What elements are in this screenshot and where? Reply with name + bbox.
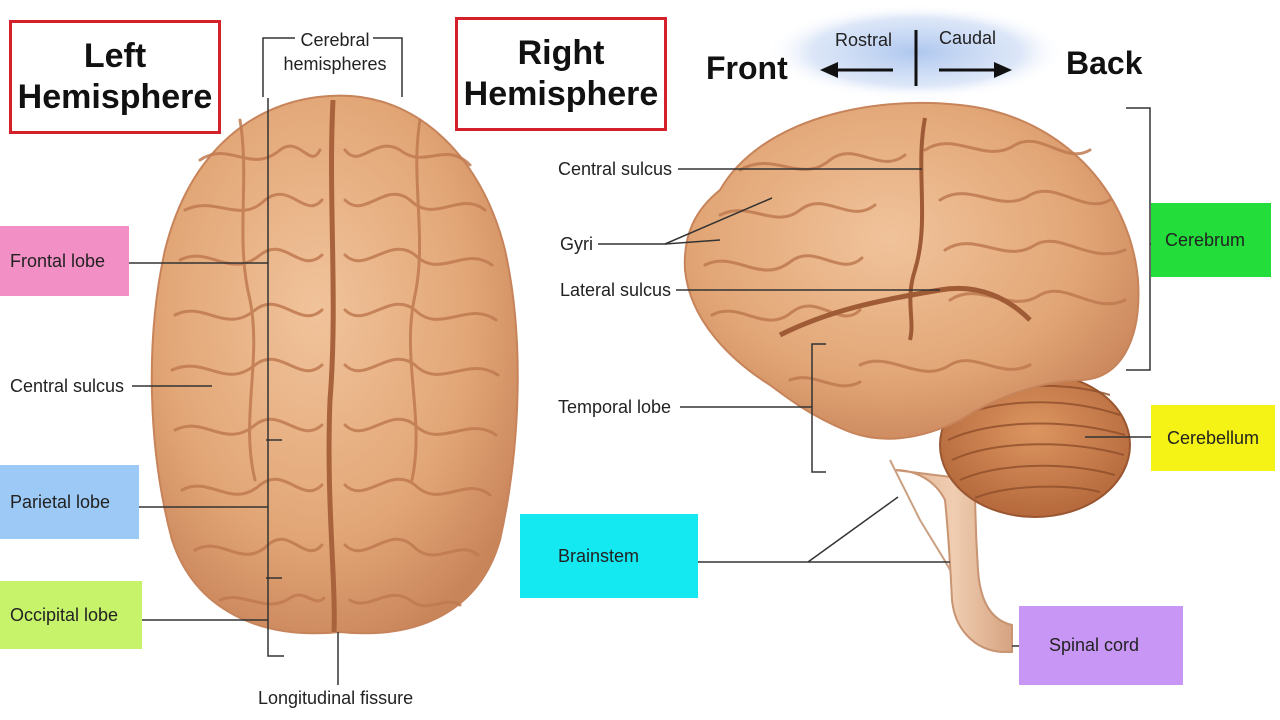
brainstem-box: Brainstem [520, 514, 698, 598]
spinal-cord-box: Spinal cord [1019, 606, 1183, 685]
frontal-lobe-label: Frontal lobe [10, 250, 106, 271]
orientation-arrows [820, 30, 1012, 86]
gyri-label: Gyri [560, 234, 593, 254]
lateral-sulcus-label: Lateral sulcus [560, 280, 672, 300]
cerebral-hemispheres-line-1: Cerebral [297, 28, 373, 52]
top-view-leaders [108, 37, 403, 685]
back-label: Back [1066, 45, 1143, 81]
occipital-lobe-box: Occipital lobe [0, 581, 142, 649]
brainstem-label: Brainstem [558, 545, 640, 566]
left-hemisphere-title: Left Hemisphere [9, 20, 221, 134]
occipital-lobe-label: Occipital lobe [10, 604, 119, 625]
parietal-lobe-label: Parietal lobe [10, 491, 111, 512]
top-view-brain [150, 94, 519, 635]
frontal-lobe-box: Frontal lobe [0, 226, 129, 296]
central-sulcus-top-label: Central sulcus [10, 376, 125, 396]
rostral-label: Rostral [835, 30, 893, 50]
cerebellum-label: Cerebellum [1167, 427, 1260, 448]
temporal-lobe-label: Temporal lobe [558, 397, 672, 417]
spinal-cord-label: Spinal cord [1049, 635, 1140, 655]
right-title-line-1: Right [517, 34, 605, 72]
caudal-label: Caudal [939, 28, 997, 48]
longitudinal-fissure-label: Longitudinal fissure [258, 688, 414, 708]
left-title-line-2: Hemisphere [17, 78, 213, 116]
cerebral-hemispheres-label: Cerebral hemispheres [280, 28, 390, 76]
parietal-lobe-box: Parietal lobe [0, 465, 139, 539]
cerebral-hemispheres-line-2: hemispheres [283, 54, 387, 74]
right-title-line-2: Hemisphere [463, 75, 659, 113]
front-label: Front [706, 50, 788, 86]
right-hemisphere-title: Right Hemisphere [455, 17, 667, 131]
cerebellum-box: Cerebellum [1151, 405, 1275, 471]
cerebrum-label: Cerebrum [1165, 229, 1246, 250]
central-sulcus-side-label: Central sulcus [558, 159, 673, 179]
cerebrum-box: Cerebrum [1151, 203, 1271, 277]
side-view-brain [683, 101, 1140, 653]
left-title-line-1: Left [83, 37, 147, 75]
